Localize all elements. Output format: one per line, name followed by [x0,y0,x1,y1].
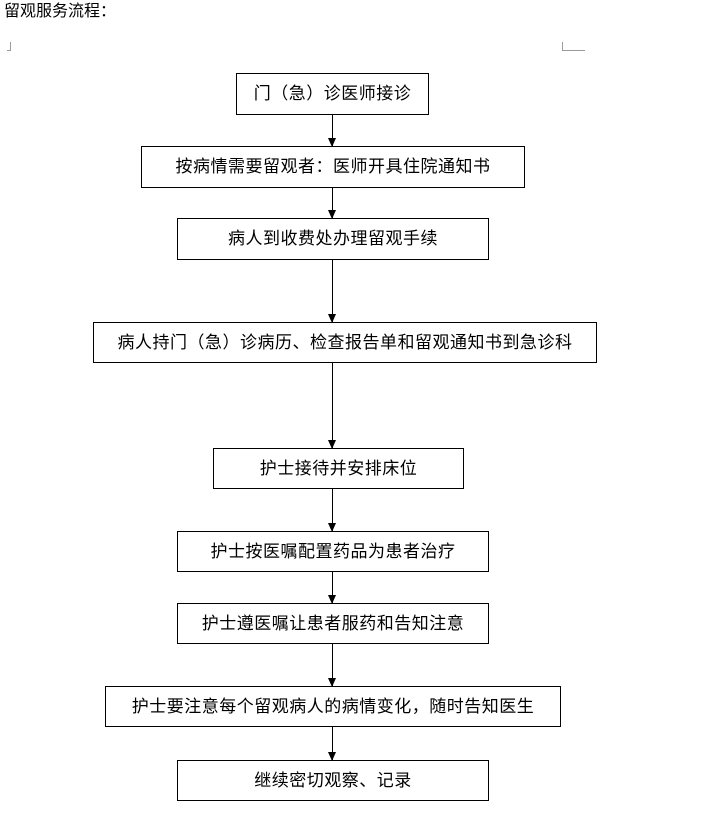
flow-step-4: 病人持门（急）诊病历、检查报告单和留观通知书到急诊科 [93,322,597,363]
flow-arrow-3 [328,260,336,323]
flow-step-8: 护士要注意每个留观病人的病情变化，随时告知医生 [105,686,561,727]
flow-step-3: 病人到收费处办理留观手续 [177,218,489,260]
page-margin-mark-left [7,42,11,51]
flow-step-6: 护士按医嘱配置药品为患者治疗 [177,531,489,572]
flow-arrow-5 [328,489,336,532]
page-margin-mark-right [562,42,585,51]
flow-arrow-4 [328,363,336,449]
flow-step-1: 门（急）诊医师接诊 [236,73,429,115]
flow-arrow-8 [328,727,336,761]
flow-arrow-7 [328,644,336,687]
flow-step-5: 护士接待并安排床位 [213,448,464,489]
flow-step-2: 按病情需要留观者：医师开具住院通知书 [141,146,525,188]
flow-step-9: 继续密切观察、记录 [177,760,489,801]
flow-arrow-1 [328,115,336,147]
flow-step-7: 护士遵医嘱让患者服药和告知注意 [177,603,489,644]
flow-arrow-6 [328,572,336,604]
flow-arrow-2 [328,188,336,219]
document-heading: 留观服务流程： [4,1,117,20]
